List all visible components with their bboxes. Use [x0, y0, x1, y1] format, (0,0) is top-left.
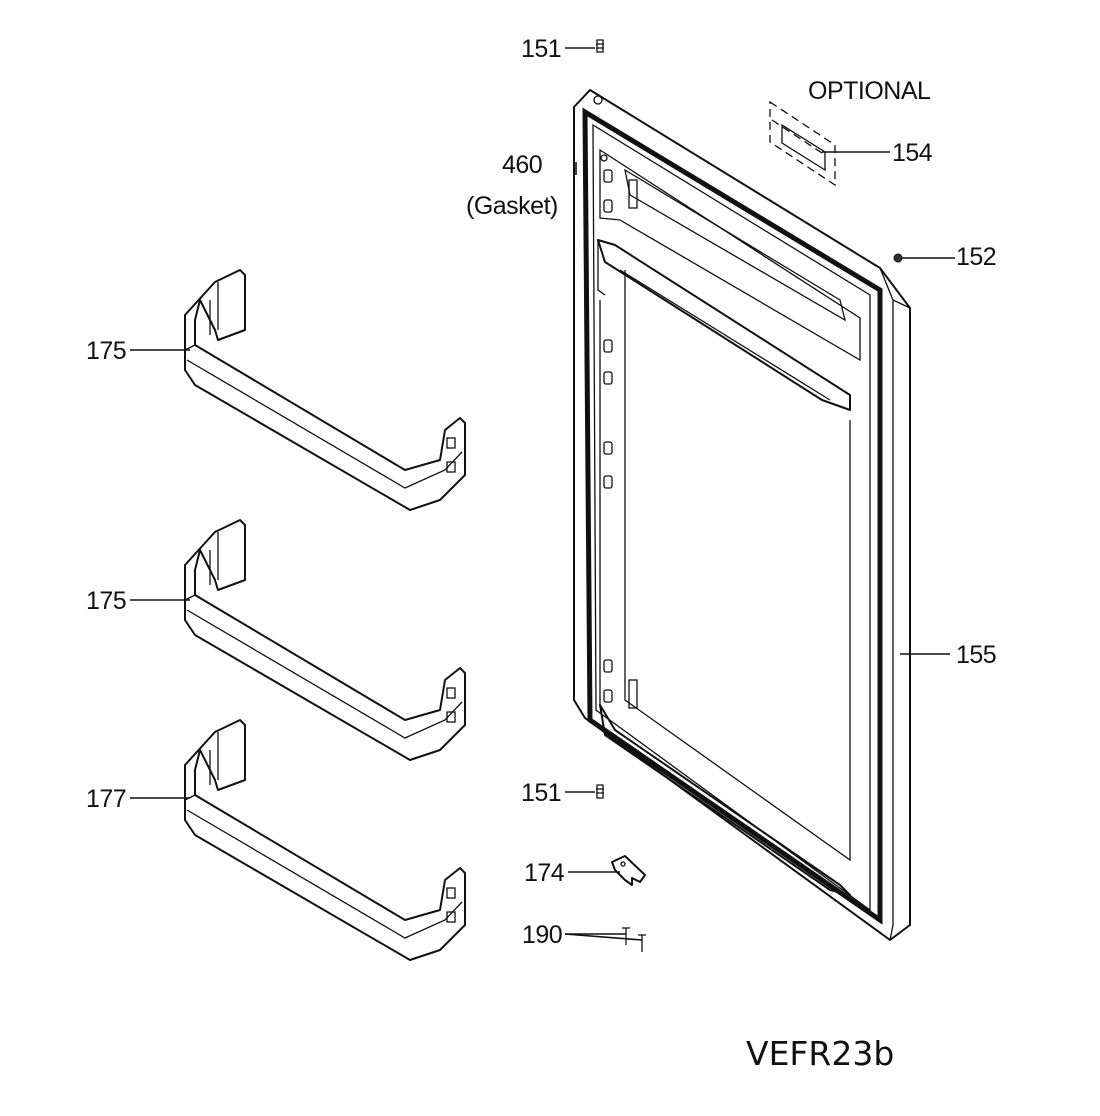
label-460: 460 [502, 151, 542, 179]
door-panel [573, 89, 911, 941]
label-190: 190 [522, 921, 562, 949]
screw-151-bottom [596, 784, 604, 799]
door-bin-175-lower [184, 519, 466, 761]
label-152: 152 [956, 243, 996, 271]
diagram-code: VEFR23b [746, 1034, 894, 1073]
label-151-bottom: 151 [521, 779, 561, 807]
label-175-lower: 175 [86, 587, 126, 615]
label-151-top: 151 [521, 35, 561, 63]
hinge-bracket-174 [611, 855, 646, 886]
label-177: 177 [86, 785, 126, 813]
label-175-upper: 175 [86, 337, 126, 365]
label-gasket: (Gasket) [466, 192, 558, 220]
optional-handle-154 [769, 100, 836, 187]
plug-152 [893, 253, 903, 263]
label-optional: OPTIONAL [808, 77, 931, 105]
label-154: 154 [892, 139, 933, 167]
door-bin-177 [184, 719, 466, 961]
label-155: 155 [956, 641, 996, 669]
door-bin-175-upper [184, 269, 466, 511]
label-174: 174 [524, 859, 565, 887]
screw-151-top [596, 39, 604, 53]
screws-190 [622, 927, 646, 952]
leader-lines [130, 47, 955, 941]
